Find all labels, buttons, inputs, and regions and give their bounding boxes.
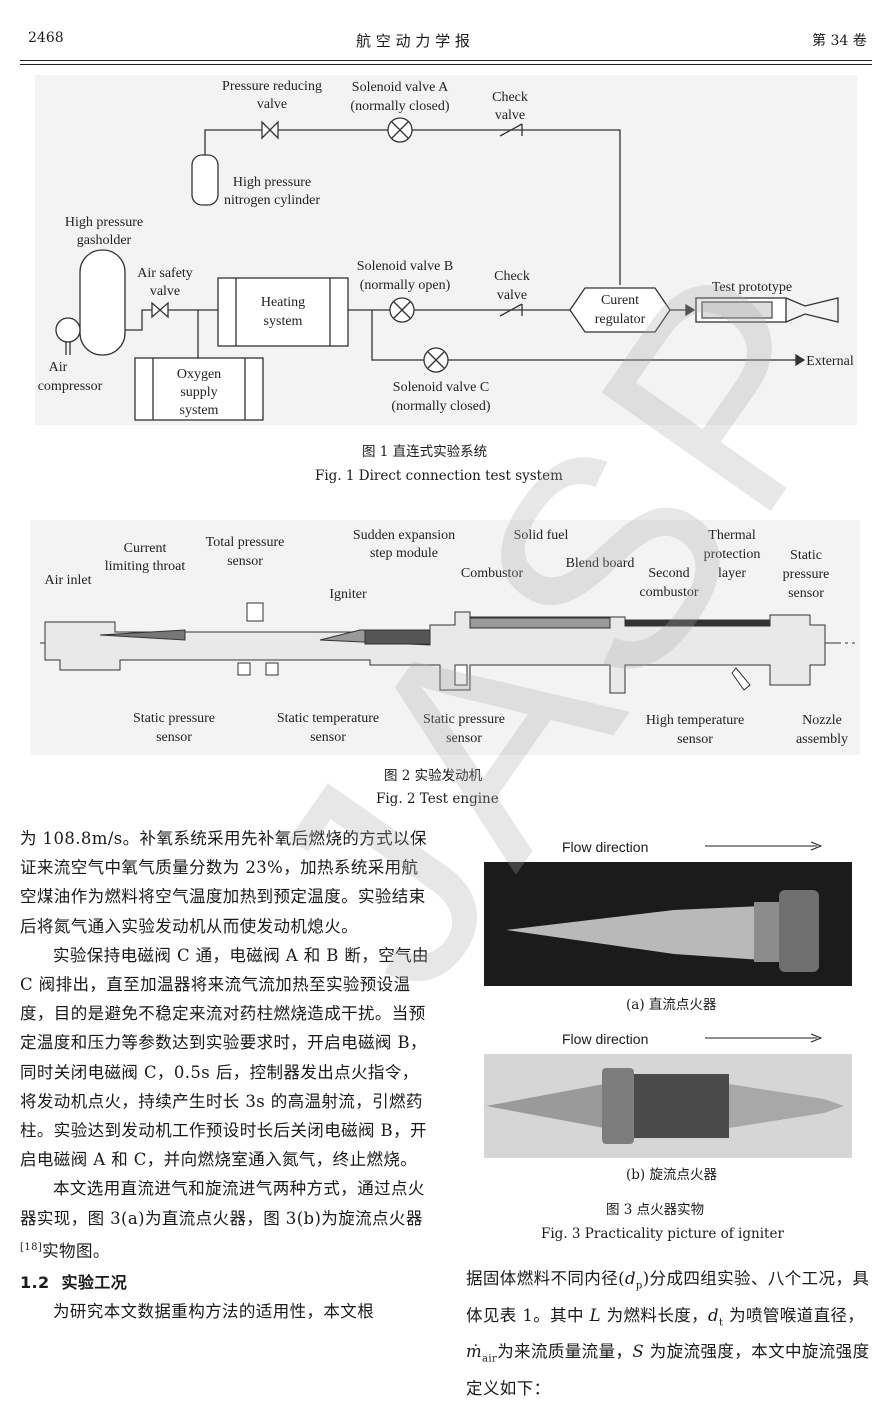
svg-text:system: system bbox=[180, 403, 219, 418]
svg-text:(normally open): (normally open) bbox=[360, 278, 451, 293]
static-temperature-sensor-label: Static temperature bbox=[277, 711, 379, 726]
svg-text:valve: valve bbox=[150, 284, 180, 299]
air-compressor-label: Air bbox=[49, 360, 68, 375]
second-combustor-label: Second bbox=[648, 566, 689, 581]
journal-title: 航 空 动 力 学 报 bbox=[356, 32, 470, 50]
nozzle-assembly-label: Nozzle bbox=[802, 713, 842, 728]
paragraph: 为研究本文数据重构方法的适用性，本文根 bbox=[53, 1301, 375, 1321]
section-heading: 1.2 实验工况 bbox=[20, 1272, 128, 1292]
figure1-caption-cn: 图 1 直连式实验系统 bbox=[362, 444, 488, 460]
svg-text:sensor: sensor bbox=[227, 554, 263, 569]
left-column: 为 108.8m/s。补氧系统采用先补氧后燃烧的方式以保证来流空气中氧气质量分数… bbox=[20, 824, 434, 1326]
svg-text:sensor: sensor bbox=[446, 731, 482, 746]
high-temperature-sensor-label: High temperature bbox=[646, 713, 744, 728]
volume-number: 第 34 卷 bbox=[812, 33, 867, 49]
check-valve-label: Check bbox=[494, 269, 530, 284]
svg-text:combustor: combustor bbox=[639, 585, 698, 600]
svg-text:(normally closed): (normally closed) bbox=[391, 399, 490, 414]
svg-text:sensor: sensor bbox=[677, 732, 713, 747]
solenoid-b-label: Solenoid valve B bbox=[357, 259, 453, 274]
svg-text:protection: protection bbox=[704, 547, 761, 562]
current-limiting-throat-label: Current bbox=[124, 541, 167, 556]
svg-text:regulator: regulator bbox=[595, 312, 646, 327]
air-safety-valve-label: Air safety bbox=[137, 266, 193, 281]
figure1-caption-en: Fig. 1 Direct connection test system bbox=[315, 468, 563, 484]
svg-text:compressor: compressor bbox=[38, 379, 103, 394]
svg-text:system: system bbox=[264, 314, 303, 329]
igniter-photo-straight bbox=[484, 862, 852, 986]
svg-text:layer: layer bbox=[718, 566, 746, 581]
current-regulator-label: Curent bbox=[601, 293, 639, 308]
external-label: External bbox=[806, 354, 854, 369]
paragraph: 本文选用直流进气和旋流进气两种方式，通过点火器实现，图 3(a)为直流点火器，图… bbox=[20, 1179, 425, 1261]
subfigure-b-caption: (b) 旋流点火器 bbox=[626, 1167, 717, 1183]
solenoid-c-label: Solenoid valve C bbox=[393, 380, 489, 395]
header-rule bbox=[20, 64, 872, 65]
svg-text:assembly: assembly bbox=[796, 732, 848, 747]
flow-arrow-icon bbox=[705, 841, 823, 851]
subfigure-a-caption: (a) 直流点火器 bbox=[626, 997, 717, 1013]
paragraph: 据固体燃料不同内径(dp)分成四组实验、八个工况，具体见表 1。其中 L 为燃料… bbox=[466, 1269, 870, 1398]
thermal-protection-label: Thermal bbox=[708, 528, 756, 543]
svg-text:gasholder: gasholder bbox=[77, 233, 132, 248]
check-valve-label: Check bbox=[492, 90, 528, 105]
blend-board-label: Blend board bbox=[566, 556, 635, 571]
figure2-diagram: Air inlet Current limiting throat Total … bbox=[30, 520, 860, 755]
static-pressure-sensor-label: Static pressure bbox=[133, 711, 215, 726]
oxygen-supply-label: Oxygen bbox=[177, 367, 221, 382]
heating-system-label: Heating bbox=[261, 295, 305, 310]
pressure-reducing-valve-label: Pressure reducing bbox=[222, 79, 322, 94]
nitrogen-cylinder-label: High pressure bbox=[233, 175, 311, 190]
svg-text:nitrogen cylinder: nitrogen cylinder bbox=[224, 193, 320, 208]
svg-text:valve: valve bbox=[495, 108, 525, 123]
flow-direction-label: Flow direction bbox=[562, 1031, 649, 1047]
figure2-caption-cn: 图 2 实验发动机 bbox=[384, 768, 483, 784]
page-number: 2468 bbox=[28, 30, 64, 46]
total-pressure-sensor-label: Total pressure bbox=[206, 535, 285, 550]
svg-text:sensor: sensor bbox=[310, 730, 346, 745]
svg-text:step module: step module bbox=[370, 546, 438, 561]
figure2-caption-en: Fig. 2 Test engine bbox=[376, 791, 499, 807]
igniter-label: Igniter bbox=[329, 587, 367, 602]
right-column: 据固体燃料不同内径(dp)分成四组实验、八个工况，具体见表 1。其中 L 为燃料… bbox=[466, 1264, 876, 1403]
svg-text:pressure: pressure bbox=[783, 567, 830, 582]
combustor-label: Combustor bbox=[461, 566, 524, 581]
flow-arrow-icon bbox=[705, 1033, 823, 1043]
solenoid-a-label: Solenoid valve A bbox=[352, 80, 449, 95]
svg-text:sensor: sensor bbox=[156, 730, 192, 745]
test-prototype-label: Test prototype bbox=[712, 280, 792, 295]
svg-text:(normally closed): (normally closed) bbox=[350, 99, 449, 114]
svg-text:sensor: sensor bbox=[788, 586, 824, 601]
figure3-caption-cn: 图 3 点火器实物 bbox=[606, 1202, 705, 1218]
sudden-expansion-label: Sudden expansion bbox=[353, 528, 455, 543]
svg-text:valve: valve bbox=[497, 288, 527, 303]
svg-text:limiting throat: limiting throat bbox=[105, 559, 186, 574]
igniter-photo-swirl bbox=[484, 1054, 852, 1158]
svg-text:valve: valve bbox=[257, 97, 287, 112]
solid-fuel-label: Solid fuel bbox=[514, 528, 569, 543]
svg-text:supply: supply bbox=[180, 385, 217, 400]
static-pressure-sensor-label: Static pressure bbox=[423, 712, 505, 727]
paragraph: 为 108.8m/s。补氧系统采用先补氧后燃烧的方式以保证来流空气中氧气质量分数… bbox=[20, 829, 427, 936]
static-pressure-sensor-label: Static bbox=[790, 548, 822, 563]
paragraph: 实验保持电磁阀 C 通，电磁阀 A 和 B 断，空气由 C 阀排出，直至加温器将… bbox=[20, 945, 429, 1170]
figure3-caption-en: Fig. 3 Practicality picture of igniter bbox=[541, 1226, 784, 1242]
air-inlet-label: Air inlet bbox=[44, 573, 91, 588]
header-rule bbox=[20, 60, 872, 61]
figure1-diagram: Pressure reducing valve Solenoid valve A… bbox=[35, 75, 857, 425]
gasholder-label: High pressure bbox=[65, 215, 143, 230]
flow-direction-label: Flow direction bbox=[562, 839, 649, 855]
